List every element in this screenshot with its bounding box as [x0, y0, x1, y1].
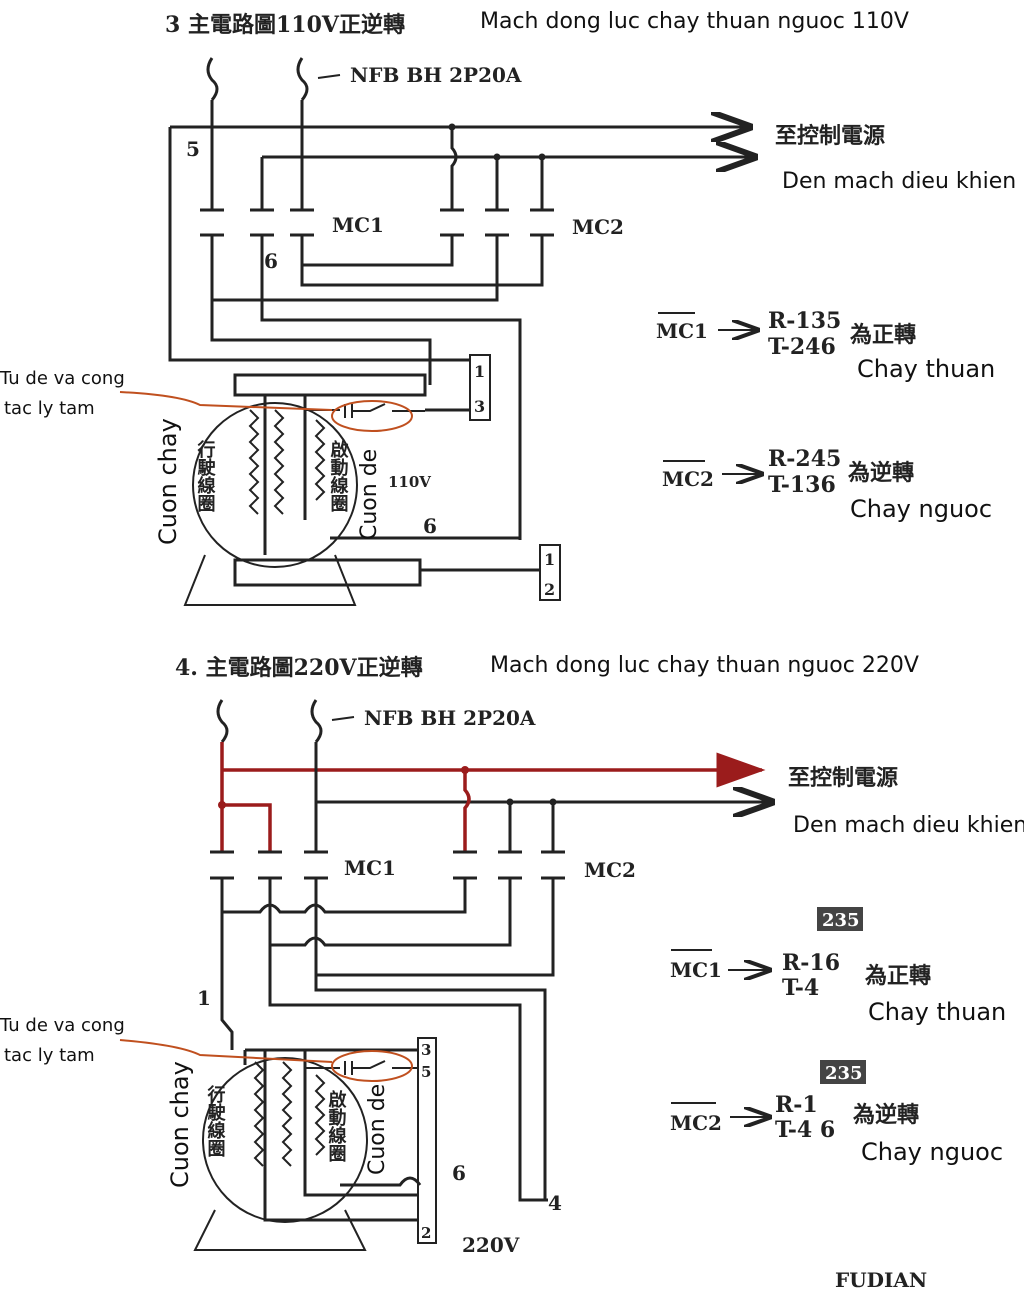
annotation-run-coil: Cuon chay	[166, 1061, 194, 1188]
legend-contactor: MC2	[670, 1111, 722, 1135]
wire-label-5: 5	[186, 137, 200, 161]
mc2-label: MC2	[584, 858, 636, 882]
annotation-cap-switch: tac ly tam	[4, 1045, 95, 1066]
annotation-cap-switch: tac ly tam	[4, 398, 95, 419]
legend-cn: 為逆轉	[853, 1102, 919, 1128]
diagram-220v: 4. 主電路圖220V正逆轉 Mach dong luc chay thuan …	[0, 653, 1024, 1257]
legend-contactor: MC2	[662, 467, 714, 491]
breaker-icon	[206, 57, 341, 101]
badge	[820, 1060, 866, 1084]
mc1-label: MC1	[344, 856, 396, 880]
control-cn: 至控制電源	[775, 123, 885, 149]
legend-cn: 為逆轉	[848, 460, 914, 486]
legend-r: R-1	[775, 1092, 818, 1118]
wires-220v	[210, 742, 565, 1244]
wire-label-4: 4	[548, 1191, 562, 1215]
badge	[817, 907, 863, 931]
legend-mc1: MC1 R-135 T-246 為正轉 Chay thuan	[656, 308, 995, 383]
legend-vn: Chay thuan	[857, 355, 995, 383]
terminal-2: 2	[421, 1224, 431, 1242]
brand-label: FUDIAN	[835, 1268, 927, 1292]
diagram-110v: 3 主電路圖110V正逆轉 Mach dong luc chay thuan n…	[0, 9, 1016, 606]
terminal-3: 3	[474, 397, 485, 416]
title-vn: Mach dong luc chay thuan nguoc 220V	[490, 653, 919, 678]
terminal-1: 1	[474, 362, 485, 381]
legend-t: T-4	[782, 975, 819, 1001]
annotation-cap-switch: Tu de va cong	[0, 368, 125, 389]
annotation-cap-switch: Tu de va cong	[0, 1015, 125, 1036]
legend-r: R-16	[782, 950, 840, 976]
legend-r: R-245	[768, 446, 841, 472]
legend-t: T-136	[768, 472, 836, 498]
wire-label-6: 6	[264, 249, 278, 273]
title-cn: 4. 主電路圖220V正逆轉	[175, 655, 423, 681]
terminal-2: 2	[544, 580, 555, 599]
voltage-label: 110V	[388, 473, 431, 491]
wire-label-1: 1	[197, 986, 211, 1010]
legend-mc2: 235 MC2 R-1 T-4 6 為逆轉 Chay nguoc	[670, 1060, 1003, 1166]
wire-label-6: 6	[423, 514, 437, 538]
legend-t: T-4 6	[775, 1117, 835, 1143]
breaker-label: NFB BH 2P20A	[350, 63, 522, 87]
legend-vn: Chay nguoc	[861, 1138, 1003, 1166]
wires-110v	[168, 100, 561, 601]
mc1-label: MC1	[332, 213, 384, 237]
wire-label-6: 6	[452, 1161, 466, 1185]
legend-r: R-135	[768, 308, 841, 334]
annotation-run-coil: Cuon chay	[154, 418, 182, 545]
motor-icon	[183, 373, 427, 606]
title-vn: Mach dong luc chay thuan nguoc 110V	[480, 9, 909, 34]
legend-contactor: MC1	[670, 958, 722, 982]
legend-t: T-246	[768, 334, 836, 360]
legend-vn: Chay nguoc	[850, 495, 992, 523]
badge-text: 235	[822, 910, 860, 931]
legend-cn: 為正轉	[850, 322, 916, 348]
motor-icon	[193, 1048, 418, 1251]
legend-mc2: MC2 R-245 T-136 為逆轉 Chay nguoc	[662, 446, 992, 523]
run-coil-cn: 行駛線圈	[205, 1084, 227, 1158]
annotation-start-coil: Cuon de	[365, 1084, 390, 1175]
run-coil-cn: 行駛線圈	[195, 439, 217, 513]
start-coil-cn: 啟動線圈	[326, 1089, 347, 1163]
title-cn: 3 主電路圖110V正逆轉	[165, 12, 405, 38]
badge-text: 235	[825, 1063, 863, 1084]
legend-mc1: 235 MC1 R-16 T-4 為正轉 Chay thuan	[670, 907, 1006, 1026]
start-coil-cn: 啟動線圈	[328, 439, 349, 513]
terminal-5: 5	[421, 1063, 431, 1081]
voltage-label: 220V	[462, 1233, 520, 1257]
annotation-start-coil: Cuon de	[357, 449, 382, 540]
terminal-1: 1	[544, 550, 555, 569]
terminal-3: 3	[421, 1041, 431, 1059]
control-vn: Den mach dieu khien	[793, 813, 1024, 838]
breaker-icon	[216, 699, 355, 743]
legend-contactor: MC1	[656, 319, 708, 343]
breaker-label: NFB BH 2P20A	[364, 706, 536, 730]
legend-vn: Chay thuan	[868, 998, 1006, 1026]
control-vn: Den mach dieu khien	[782, 169, 1016, 194]
mc2-label: MC2	[572, 215, 624, 239]
legend-cn: 為正轉	[865, 963, 931, 989]
control-cn: 至控制電源	[788, 765, 898, 791]
